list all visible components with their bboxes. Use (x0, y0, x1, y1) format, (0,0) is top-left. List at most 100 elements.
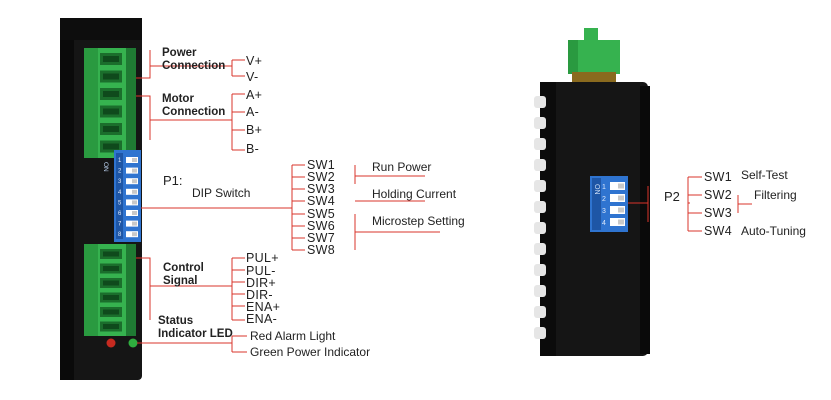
pin-b-minus: B- (246, 142, 260, 156)
self-test-label: Self-Test (741, 168, 788, 182)
pin-a-minus: A- (246, 105, 260, 119)
power-connection-label: Power Connection (162, 47, 226, 72)
left-sw3: SW3 (307, 182, 335, 196)
callout-microstep (354, 214, 440, 250)
control-signal-label: Control Signal (163, 262, 204, 287)
fin (534, 96, 546, 108)
callout-power-bracket (136, 50, 151, 79)
dip-number: 4 (118, 190, 122, 196)
dip-number: 8 (118, 232, 122, 238)
callout-signal-bracket (136, 257, 151, 320)
dip-lever-knob (132, 158, 137, 162)
left-sw4: SW4 (307, 194, 335, 208)
left-driver-top-shade (60, 18, 142, 40)
pin-a-plus: A+ (246, 88, 263, 102)
pin-ena-minus: ENA- (246, 312, 278, 326)
power-motor-terminal-slots (100, 53, 122, 153)
fin (534, 264, 546, 276)
terminal-screw-hole (103, 251, 119, 257)
p2-label: P2 (664, 189, 680, 204)
dip-lever-knob (618, 183, 624, 189)
red-alarm-led (106, 338, 116, 348)
fin (534, 243, 546, 255)
dip-number: 1 (118, 158, 122, 164)
green-power-indicator-label: Green Power Indicator (250, 345, 371, 359)
fin (534, 180, 546, 192)
green-power-led (128, 338, 138, 348)
red-alarm-light-label: Red Alarm Light (250, 329, 336, 343)
dip-number: 2 (602, 196, 606, 203)
right-dip-on-mark: ON (593, 184, 600, 195)
dip-number: 6 (118, 211, 122, 217)
terminal-screw-hole (103, 324, 119, 329)
dip-lever-knob (132, 189, 137, 194)
pin-v-plus: V+ (246, 54, 263, 68)
callout-filtering (737, 195, 752, 213)
dip-lever-knob (132, 211, 137, 215)
right-dip-switch-levers (610, 182, 625, 226)
pin-dir-minus: DIR- (246, 288, 273, 302)
terminal-screw-hole (103, 73, 119, 80)
left-sw1: SW1 (307, 158, 335, 172)
pin-dir-plus: DIR+ (246, 276, 277, 290)
dip-number: 4 (602, 220, 606, 227)
dip-lever-knob (618, 195, 624, 201)
fin (534, 327, 546, 339)
terminal-screw-hole (103, 91, 119, 97)
fin (534, 138, 546, 150)
fin (534, 306, 546, 318)
left-sw6: SW6 (307, 219, 335, 233)
filtering-label: Filtering (754, 188, 797, 202)
terminal-screw-hole (103, 295, 119, 300)
right-driver-top-terminal (568, 28, 620, 82)
dip-number: 3 (602, 208, 606, 215)
pin-v-minus: V- (246, 70, 259, 84)
callout-led (137, 335, 247, 353)
terminal-screw-hole (103, 266, 119, 271)
side-rail (640, 86, 650, 354)
fin (534, 117, 546, 129)
dip-lever-knob (132, 232, 137, 237)
dip-lever-knob (132, 221, 137, 226)
pin-pul-plus: PUL+ (246, 251, 279, 265)
left-sw7: SW7 (307, 231, 335, 245)
left-dip-switch-numbers: 1 2 3 4 5 6 7 8 (118, 158, 122, 238)
terminal-screw-hole (103, 108, 119, 115)
microstep-setting-label: Microstep Setting (372, 214, 465, 228)
dip-number: 2 (118, 169, 122, 175)
left-sw5: SW5 (307, 207, 335, 221)
auto-tuning-label: Auto-Tuning (741, 224, 806, 238)
dip-lever-knob (132, 179, 137, 184)
holding-current-label: Holding Current (372, 187, 457, 201)
left-dip-switch (114, 150, 141, 242)
dip-lever-knob (132, 168, 137, 173)
fin (534, 222, 546, 234)
callout-signal-pins (150, 257, 245, 321)
right-driver-device: ON 1 2 3 4 (534, 28, 650, 356)
right-sw1: SW1 (704, 170, 732, 184)
signal-terminal-slots (100, 249, 122, 332)
dip-number: 1 (602, 184, 606, 191)
fin (534, 159, 546, 171)
dip-lever-knob (618, 207, 624, 213)
dip-number: 3 (118, 179, 122, 185)
left-sw8: SW8 (307, 243, 335, 257)
pin-pul-minus: PUL- (246, 264, 276, 278)
callout-motor-bracket (136, 95, 151, 140)
dip-lever (610, 218, 625, 226)
dip-lever (610, 206, 625, 214)
terminal-screw-hole (103, 280, 119, 286)
left-dip-switch-levers (126, 157, 138, 238)
run-power-label: Run Power (372, 160, 432, 174)
motor-connection-label: Motor Connection (162, 93, 226, 118)
fin (534, 201, 546, 213)
dip-number: 5 (118, 200, 122, 206)
right-driver-fins (534, 86, 650, 354)
callout-p2-bracket (687, 176, 702, 232)
right-sw2: SW2 (704, 188, 732, 202)
dip-number: 7 (118, 222, 122, 228)
callout-lines (136, 50, 752, 353)
dip-lever (610, 182, 625, 190)
callout-run-power (354, 165, 425, 184)
